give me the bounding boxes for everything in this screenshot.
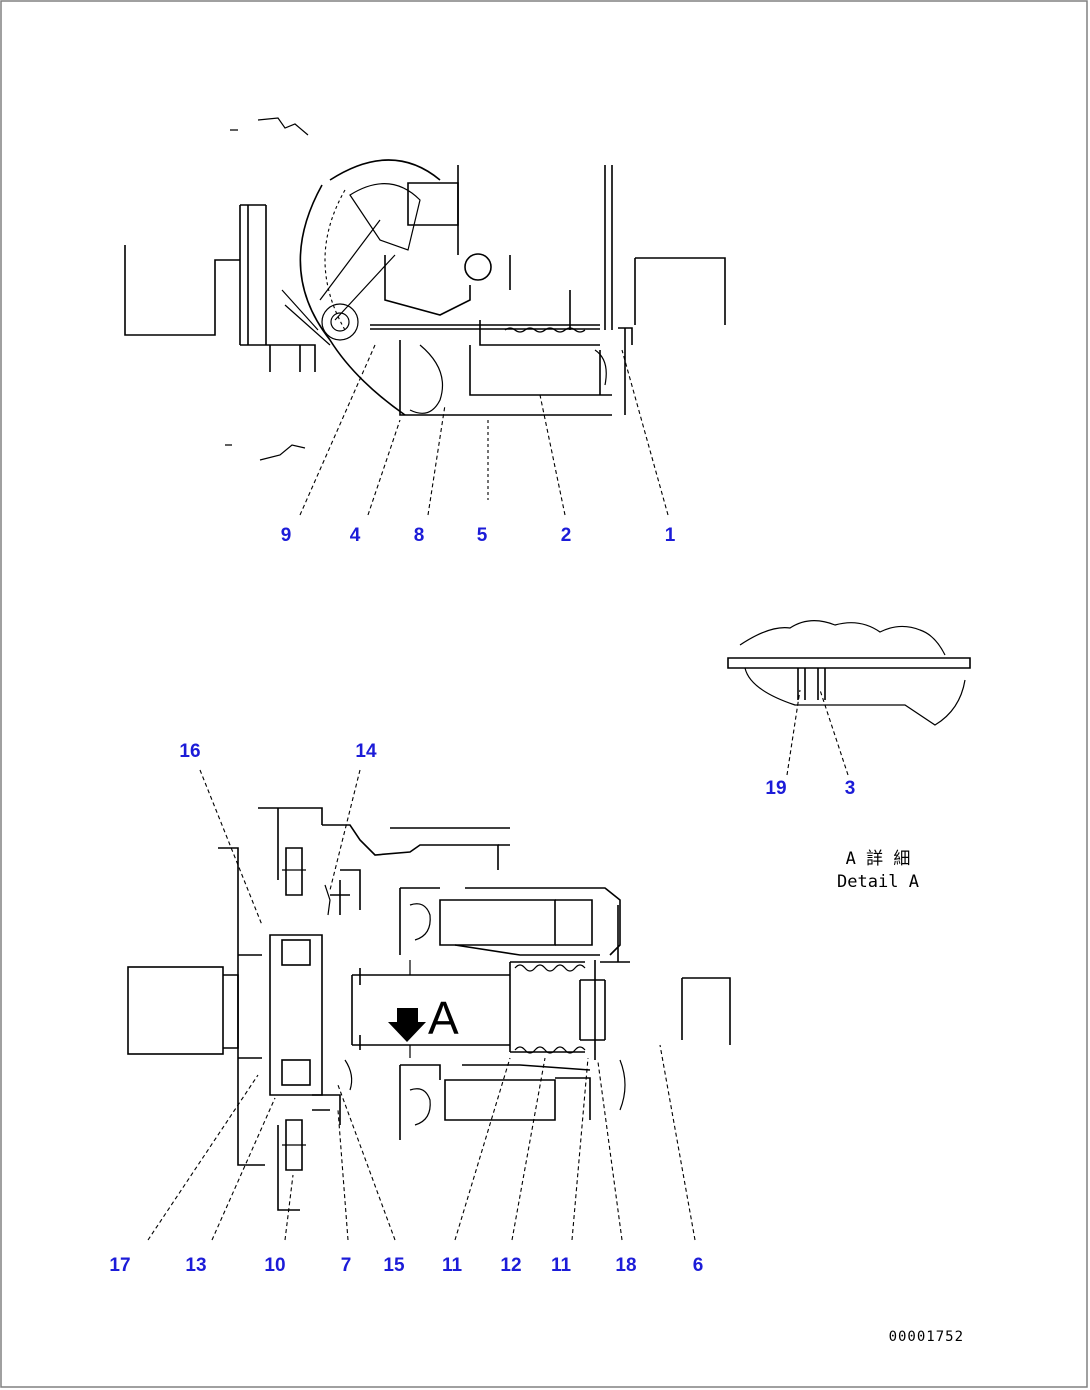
callout-bottom-10: 6	[693, 1255, 704, 1276]
detail-a-callouts: 19 3	[765, 778, 855, 799]
callout-bottom-3: 10	[264, 1255, 285, 1276]
callout-top-2: 4	[350, 525, 361, 546]
callout-bottom-1: 17	[109, 1255, 130, 1276]
callout-top-4: 5	[477, 525, 488, 546]
view-a-marker: A	[428, 992, 459, 1044]
drawing-code: 00001752	[889, 1329, 964, 1345]
callout-bottom-top-1: 16	[179, 741, 200, 762]
top-view-leader-lines	[299, 344, 669, 516]
bottom-assembly-view: A	[127, 807, 731, 1211]
detail-a-title-en: Detail A	[837, 872, 919, 892]
detail-a-title-jp: A 詳 細	[846, 849, 911, 869]
callout-top-6: 1	[665, 525, 676, 546]
top-view-callouts: 9 4 8 5 2 1	[281, 525, 676, 546]
callout-detail-2: 3	[845, 778, 856, 799]
view-a-arrow-icon	[388, 1008, 426, 1042]
detail-a-view	[727, 620, 971, 726]
callout-bottom-top-2: 14	[355, 741, 377, 762]
bottom-view-leader-lines	[147, 769, 696, 1241]
callout-top-3: 8	[414, 525, 425, 546]
callout-bottom-9: 18	[615, 1255, 636, 1276]
callout-bottom-7: 12	[500, 1255, 521, 1276]
callout-bottom-4: 7	[341, 1255, 352, 1276]
callout-bottom-5: 15	[383, 1255, 405, 1276]
detail-a-leader-lines	[786, 689, 849, 776]
callout-bottom-6: 11	[442, 1255, 463, 1276]
bottom-view-callouts: 16 14 17 13 10 7 15 11 12 11 18 6	[109, 741, 703, 1276]
callout-top-5: 2	[561, 525, 572, 546]
callout-bottom-2: 13	[185, 1255, 206, 1276]
callout-bottom-8: 11	[551, 1255, 572, 1276]
callout-top-1: 9	[281, 525, 292, 546]
callout-detail-1: 19	[765, 778, 786, 799]
top-assembly-view	[124, 117, 726, 500]
